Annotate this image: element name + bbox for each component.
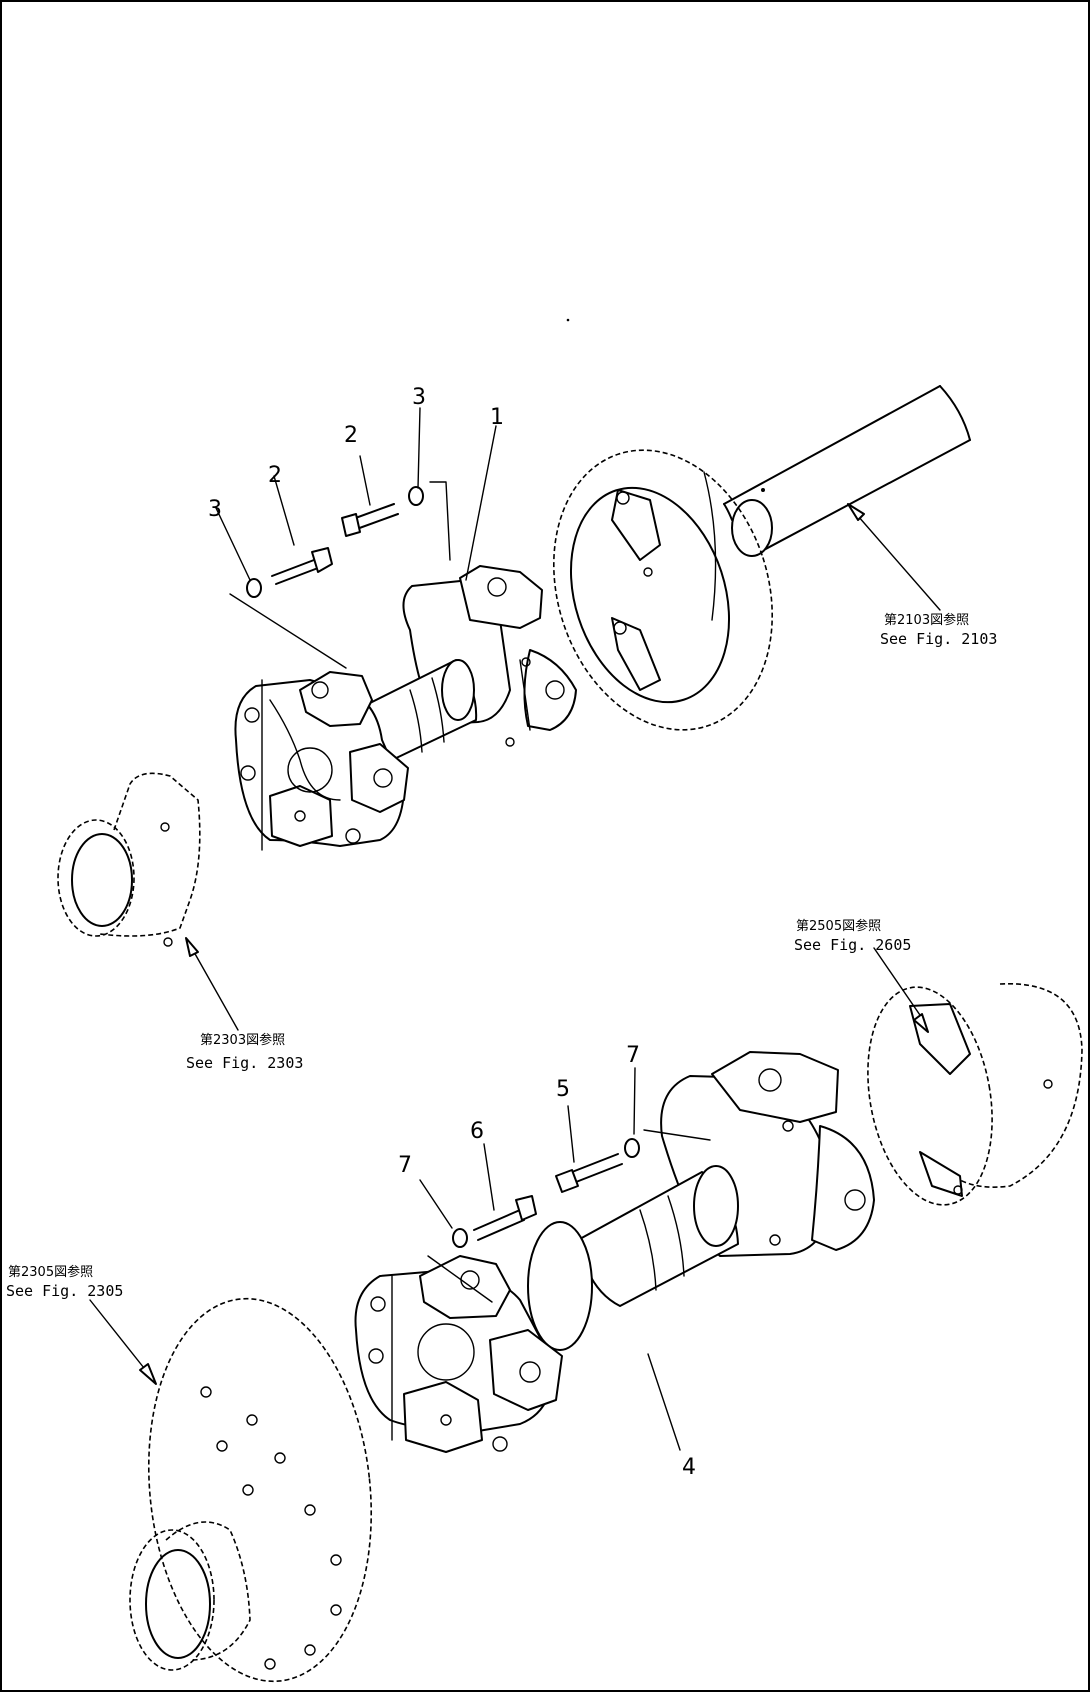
ref-2103-jp: 第2103図参照 [884,612,969,628]
ref-2305-jp: 第2305図参照 [8,1264,93,1280]
ref-2305-en: See Fig. 2305 [6,1282,123,1300]
callout-3b: 3 [412,385,426,410]
arrow-2303-head [185,937,199,957]
upper-shaft-2103 [723,385,971,557]
lower-bolt-5 [555,1153,623,1193]
callout-7a: 7 [398,1153,412,1178]
ref-2303-en: See Fig. 2303 [186,1054,303,1072]
callout-2a: 2 [268,463,282,488]
stray-dot [566,318,570,322]
flange-2303 [57,772,201,947]
callout-4: 4 [682,1455,696,1480]
lower-leaders [419,1067,711,1451]
arrow-2103-head [847,503,865,521]
upper-bolt-1 [271,547,333,585]
ref-2303-jp: 第2303図参照 [200,1032,285,1048]
callout-2b: 2 [344,423,358,448]
upper-disc-flange [552,449,774,731]
arrow-2103-line [857,515,941,611]
lower-washer-a [452,1228,468,1248]
lower-bolt-6 [473,1195,537,1241]
callout-3a: 3 [208,497,222,522]
lower-drive-shaft [354,1051,875,1453]
upper-bolt-2 [341,503,399,537]
lower-washer-b [624,1138,640,1158]
callout-7b: 7 [626,1043,640,1068]
hub-2305 [129,1297,373,1683]
ref-2103-en: See Fig. 2103 [880,630,997,648]
upper-washer-b [408,486,424,506]
arrow-2305-line [89,1299,145,1369]
upper-washer-a [246,578,262,598]
ref-2505-jp: 第2505図参照 [796,918,881,934]
arrow-2303-line [193,951,239,1031]
upper-drive-shaft [234,565,577,851]
arrow-2505-head [913,1013,929,1033]
housing-2505 [867,983,1083,1206]
arrow-2505-line [873,947,923,1019]
callout-5: 5 [556,1077,570,1102]
ref-2505-en: See Fig. 2605 [794,936,911,954]
arrow-2305-head [139,1363,157,1385]
upper-leaders [215,407,497,669]
callout-6: 6 [470,1119,484,1144]
callout-1: 1 [490,405,504,430]
